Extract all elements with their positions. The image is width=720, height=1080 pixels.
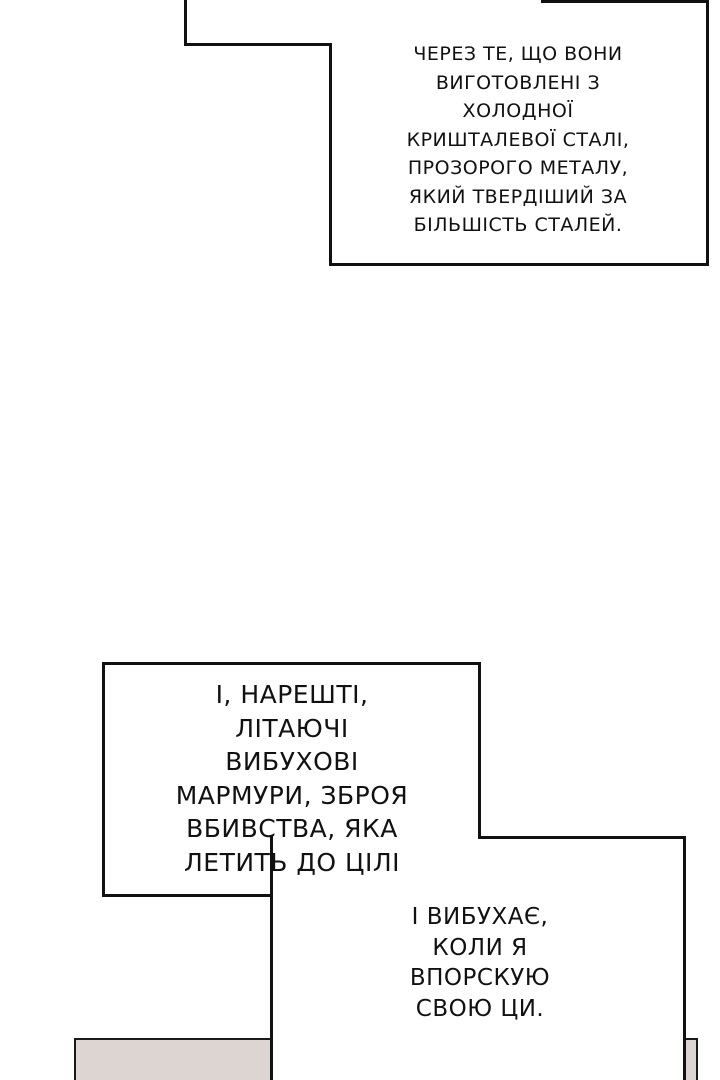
caption-box-1 bbox=[329, 0, 709, 266]
caption-box-merge-mask-a bbox=[273, 836, 478, 898]
caption-box-top-edge bbox=[541, 0, 709, 3]
caption-box-merge-mask-b bbox=[273, 893, 483, 899]
caption-2-text: І, НАРЕШТІ, ЛІТАЮЧІ ВИБУХОВІ МАРМУРИ, ЗБ… bbox=[175, 680, 409, 877]
caption-box-join-mask-2 bbox=[187, 0, 335, 43]
caption-3-text: І ВИБУХАЄ, КОЛИ Я ВПОРСКУЮ СВОЮ ЦИ. bbox=[409, 904, 551, 1022]
caption-1-text: ЧЕРЕЗ ТЕ, ЩО ВОНИ ВИГОТОВЛЕНІ З ХОЛОДНОЇ… bbox=[406, 43, 630, 236]
caption-box-join-mask bbox=[332, 0, 542, 43]
